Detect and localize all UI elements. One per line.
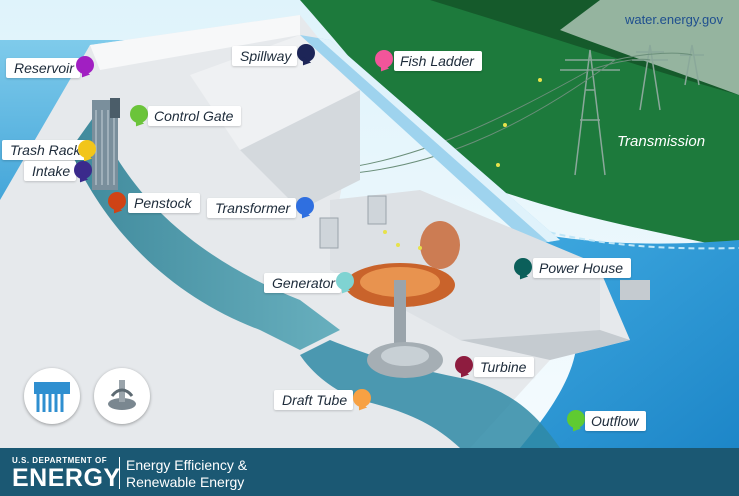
agency-logo-text[interactable]: ENERGY	[12, 464, 121, 492]
spillway-pin-icon[interactable]	[297, 44, 315, 62]
turbine-hub	[381, 346, 429, 366]
label-outflow: Outflow	[585, 411, 647, 431]
label-transformer: Transformer	[207, 198, 297, 218]
transmission-towers	[329, 44, 704, 176]
power-house-base	[460, 330, 630, 360]
office-name-line1: Energy Efficiency &	[126, 457, 248, 473]
turbine-pin-icon[interactable]	[455, 356, 473, 374]
dam-top	[90, 15, 300, 70]
reservoir-pin-icon[interactable]	[76, 56, 94, 74]
footer-divider	[119, 457, 120, 489]
spillway-foam	[318, 38, 560, 242]
power-line-dots	[383, 78, 542, 250]
site-url[interactable]: water.energy.gov	[624, 12, 723, 27]
label-penstock: Penstock	[128, 193, 200, 213]
agency-small-text: U.S. DEPARTMENT OF	[12, 456, 108, 465]
label-power-house: Power House	[533, 258, 632, 278]
intake-pin-icon[interactable]	[74, 161, 92, 179]
power-house-pin-icon[interactable]	[514, 258, 532, 276]
trash-rack-pin-icon[interactable]	[78, 140, 96, 158]
transformer-pin-icon[interactable]	[296, 197, 314, 215]
label-control-gate: Control Gate	[148, 106, 242, 126]
generator-housing	[420, 221, 460, 269]
dam-icon[interactable]	[24, 368, 80, 424]
footer-bar: U.S. DEPARTMENT OF ENERGY Energy Efficie…	[0, 448, 739, 496]
label-spillway: Spillway	[232, 46, 298, 66]
generator-pin-icon[interactable]	[336, 272, 354, 290]
generator-shaft	[394, 280, 406, 350]
transformers	[319, 195, 387, 249]
transmission-label: Transmission	[617, 133, 706, 150]
label-draft-tube: Draft Tube	[274, 390, 354, 410]
dam-steps	[240, 90, 360, 210]
office-name-line2: Renewable Energy	[126, 474, 245, 490]
draft-tube-pin-icon[interactable]	[353, 389, 371, 407]
label-intake: Intake	[24, 161, 77, 181]
trash-rack-bars	[95, 110, 115, 185]
dam-scene-illustration	[0, 0, 739, 448]
label-fish-ladder: Fish Ladder	[394, 51, 482, 71]
label-reservoir: Reservoir	[6, 58, 80, 78]
label-generator: Generator	[264, 273, 342, 293]
label-trash-rack: Trash Rack	[2, 140, 87, 160]
river-ripples	[539, 229, 739, 250]
fish-ladder-pin-icon[interactable]	[375, 50, 393, 68]
draft-tube-channel	[300, 340, 560, 448]
outlet-block	[620, 280, 650, 300]
turbine-icon[interactable]	[94, 368, 150, 424]
control-gate-pin-icon[interactable]	[130, 105, 148, 123]
label-turbine: Turbine	[474, 357, 535, 377]
penstock-pin-icon[interactable]	[108, 192, 126, 210]
control-gate-block	[110, 98, 120, 118]
outflow-pin-icon[interactable]	[567, 410, 585, 428]
